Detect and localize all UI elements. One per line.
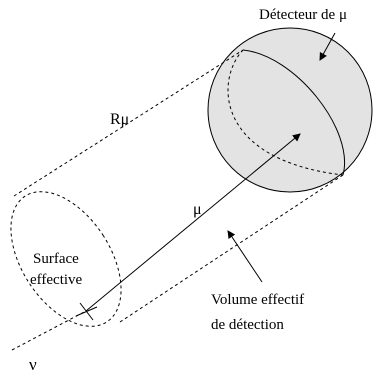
cylinder-bottom-edge — [119, 174, 344, 323]
sphere-great-circle-front — [242, 49, 345, 176]
effective-surface-ellipse — [10, 191, 122, 327]
sphere-great-circle-back — [227, 49, 344, 176]
volume-pointer-arrow — [227, 230, 263, 283]
volume-label-line2: de détection — [211, 317, 284, 333]
detector-pointer-arrow — [319, 32, 336, 61]
neutrino-label: ν — [29, 355, 37, 374]
range-label: Rμ — [110, 111, 129, 128]
muon-track — [85, 133, 301, 312]
interaction-cross-b — [75, 306, 98, 317]
volume-label-line1: Volume effectif — [211, 292, 304, 308]
muon-label: μ — [193, 201, 202, 218]
surface-label-line1: Surface — [33, 251, 79, 267]
surface-label-line2: effective — [30, 272, 83, 288]
detector-label: Détecteur de μ — [259, 7, 347, 23]
detector-sphere — [207, 27, 373, 193]
neutrino-track — [11, 310, 87, 351]
